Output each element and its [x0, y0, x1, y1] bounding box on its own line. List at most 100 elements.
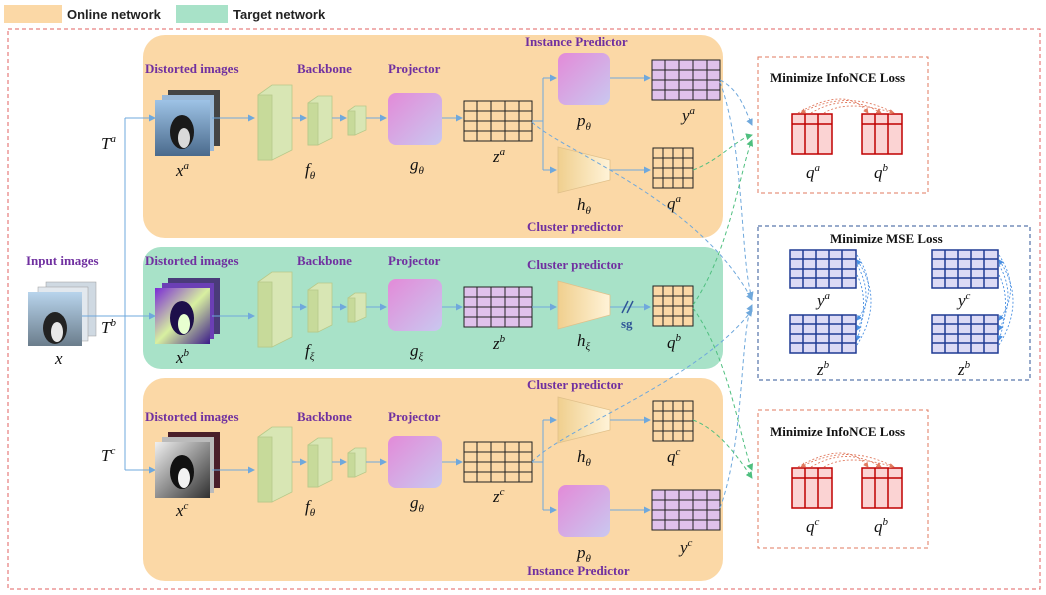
top-split-lines	[532, 74, 557, 174]
mse-zb1-matrix	[789, 314, 857, 354]
bottom-q-matrix	[652, 400, 694, 442]
middle-backbone-blocks	[257, 271, 367, 348]
top-z-matrix	[463, 100, 533, 142]
infonce-bottom-right-matrix	[861, 467, 903, 509]
top-p-label: pθ	[576, 111, 592, 133]
bottom-instance-predictor-label: Instance Predictor	[527, 563, 630, 578]
top-backbone-blocks	[257, 84, 367, 161]
outer-frame	[7, 28, 1041, 590]
legend-online-swatch	[4, 5, 62, 23]
middle-z-matrix	[463, 286, 533, 328]
input-fanout-lines	[82, 114, 156, 474]
middle-z-label: zb	[492, 333, 506, 353]
middle-g-label: gξ	[410, 341, 424, 363]
top-instance-predictor-label: Instance Predictor	[525, 34, 628, 49]
infonce-top-arcs	[797, 98, 895, 115]
input-images-label: Input images	[26, 253, 99, 268]
middle-h-label: hξ	[577, 331, 591, 353]
top-distorted-label: Distorted images	[145, 61, 239, 76]
bottom-projector-label: Projector	[388, 409, 441, 424]
bottom-cluster-predictor-shape	[557, 396, 611, 444]
bottom-projector-box	[388, 436, 442, 488]
top-projector-box	[388, 93, 442, 145]
top-g-label: gθ	[410, 155, 425, 177]
bottom-h-label: hθ	[577, 447, 592, 469]
top-branch: Distorted images Backbone Projector Inst…	[145, 34, 721, 234]
top-y-matrix	[651, 59, 721, 101]
transform-ta: Ta	[101, 133, 116, 153]
legend-target-swatch	[176, 5, 228, 23]
infonce-bottom-box	[757, 409, 929, 549]
bottom-g-label: gθ	[410, 493, 425, 515]
top-backbone-label: Backbone	[297, 61, 352, 76]
top-cluster-predictor-shape	[557, 146, 611, 194]
top-instance-predictor-box	[558, 53, 610, 105]
top-z-label: za	[492, 146, 506, 166]
bottom-y-label: yc	[678, 537, 693, 557]
mse-box	[757, 225, 1031, 381]
middle-branch: Distorted images Backbone Projector Clus…	[145, 253, 694, 367]
legend-target-label: Target network	[233, 7, 326, 22]
infonce-top-left-label: qa	[806, 162, 821, 182]
middle-x-label: xb	[175, 347, 190, 367]
bottom-branch: Distorted images Backbone Projector Clus…	[145, 377, 721, 578]
middle-backbone-label: Backbone	[297, 253, 352, 268]
transform-tb: Tb	[101, 317, 116, 337]
bottom-z-matrix	[463, 441, 533, 483]
bottom-f-label: fθ	[305, 497, 316, 519]
infonce-top-right-label: qb	[874, 162, 889, 182]
stop-gradient-marks	[621, 300, 634, 314]
infonce-bottom-left-matrix	[791, 467, 833, 509]
bottom-backbone-blocks	[257, 426, 367, 503]
loss-connectors	[531, 79, 754, 509]
mse-zb1-label: zb	[816, 359, 830, 379]
infonce-bottom-arcs	[797, 452, 895, 469]
bottom-instance-predictor-box	[558, 485, 610, 537]
top-y-label: ya	[680, 105, 696, 125]
middle-projector-box	[388, 279, 442, 331]
middle-projector-label: Projector	[388, 253, 441, 268]
top-projector-label: Projector	[388, 61, 441, 76]
top-q-label: qa	[667, 193, 682, 213]
infonce-top-right-matrix	[861, 113, 903, 155]
transform-tc: Tc	[101, 445, 115, 465]
top-h-label: hθ	[577, 195, 592, 217]
mse-arcs	[855, 254, 1014, 346]
middle-cluster-predictor-shape	[557, 280, 611, 330]
middle-q-matrix	[652, 285, 694, 327]
bottom-z-label: zc	[492, 486, 505, 506]
bottom-cluster-predictor-label: Cluster predictor	[527, 377, 623, 392]
input-x-symbol: x	[54, 349, 63, 368]
mse-ya-label: ya	[815, 290, 831, 310]
infonce-bottom-title: Minimize InfoNCE Loss	[770, 424, 905, 439]
legend-online-label: Online network	[67, 7, 162, 22]
bottom-x-label: xc	[175, 500, 189, 520]
top-image-stack	[155, 90, 220, 156]
mse-yc-label: yc	[956, 290, 971, 310]
middle-image-stack	[155, 278, 220, 344]
input-image-stack	[28, 281, 97, 346]
top-f-label: fθ	[305, 160, 316, 182]
bottom-image-stack	[155, 432, 220, 498]
infonce-top-left-matrix	[791, 113, 833, 155]
mse-ya-matrix	[789, 249, 857, 289]
top-q-matrix	[652, 147, 694, 189]
bottom-y-matrix	[651, 489, 721, 531]
bottom-backbone-label: Backbone	[297, 409, 352, 424]
bottom-q-label: qc	[667, 446, 681, 466]
mse-title: Minimize MSE Loss	[830, 231, 943, 246]
stop-gradient-label: sg	[621, 316, 633, 331]
infonce-bottom-left-label: qc	[806, 516, 820, 536]
bottom-distorted-label: Distorted images	[145, 409, 239, 424]
top-x-label: xa	[175, 160, 190, 180]
bottom-p-label: pθ	[576, 543, 592, 565]
mse-zb2-matrix	[931, 314, 999, 354]
bottom-split-lines	[532, 416, 557, 514]
top-cluster-predictor-label: Cluster predictor	[527, 219, 623, 234]
infonce-bottom-right-label: qb	[874, 516, 889, 536]
mse-zb2-label: zb	[957, 359, 971, 379]
middle-distorted-label: Distorted images	[145, 253, 239, 268]
infonce-top-title: Minimize InfoNCE Loss	[770, 70, 905, 85]
mse-yc-matrix	[931, 249, 999, 289]
